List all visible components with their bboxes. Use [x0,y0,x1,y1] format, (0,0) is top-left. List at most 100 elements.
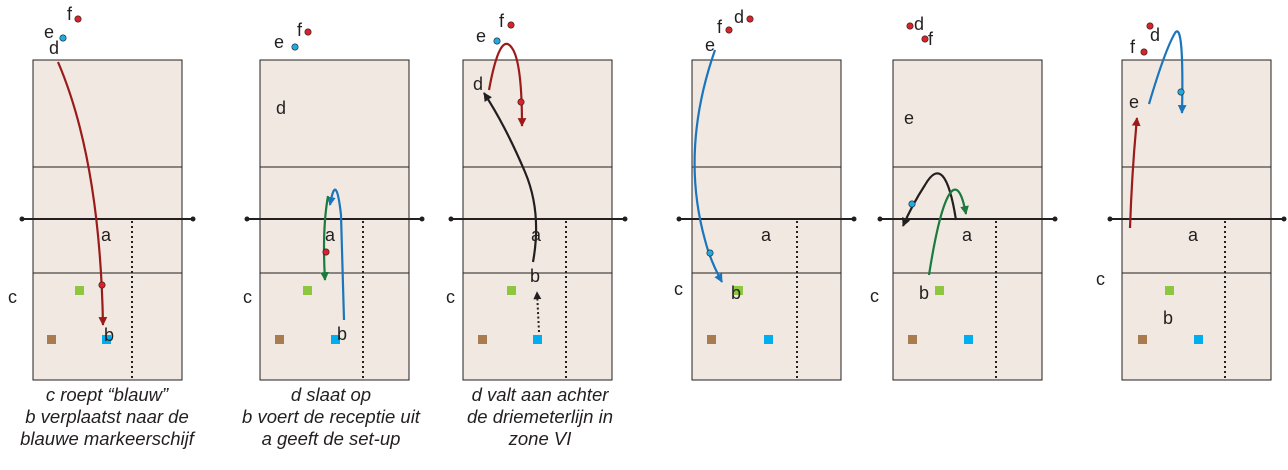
player-f-dot [1140,48,1148,56]
arrow-b-to-a [927,188,969,276]
marker-cyan [331,335,340,344]
caption-line: de driemeterlijn in [466,406,613,427]
label-d: d [473,74,483,94]
caption-line: zone VI [508,428,572,449]
label-d: d [734,7,744,27]
arrow-a-to-d [483,92,538,263]
label-b: b [731,283,741,303]
label-b: b [104,325,114,345]
net-post-left [448,216,454,222]
ball-dot-cyan [1177,88,1185,96]
label-f: f [1130,37,1136,57]
net-post-left [19,216,25,222]
ball-dot-cyan [908,200,916,208]
ball-dot-red [322,248,330,256]
marker-green [303,286,312,295]
label-a: a [1188,225,1199,245]
label-d: d [1150,25,1160,45]
player-e-dot [59,34,67,42]
marker-brown [275,335,284,344]
caption-line: d slaat op [290,384,372,405]
ball-dot-red [517,98,525,106]
player-d-dot [1146,22,1154,30]
arrow-e-attack [1147,30,1187,114]
caption-line: blauwe markeerschijf [20,428,194,449]
ball-dot-red [98,281,106,289]
label-f: f [67,4,73,24]
arrow-d-attack [487,42,527,127]
marker-cyan [964,335,973,344]
panel-2: e f d a b c [243,20,425,381]
panel-5: d f e a b c [870,14,1058,381]
marker-green [507,286,516,295]
label-a: a [101,225,112,245]
label-b: b [919,283,929,303]
marker-brown [47,335,56,344]
panel-6: d f e a b c [1096,22,1287,381]
panel-3: e f d a b c [446,11,628,381]
label-f: f [717,17,723,37]
net-post-left [676,216,682,222]
label-d: d [914,14,924,34]
player-f-dot [921,35,929,43]
arrow-a-to-c [901,172,958,227]
label-f: f [928,29,934,49]
player-f-dot [507,21,515,29]
arrow-b-move [533,291,542,333]
caption-line: b verplaatst naar de [25,406,189,427]
caption-line: c roept “blauw” [45,384,169,405]
net-post-left [1107,216,1113,222]
label-c: c [243,287,252,307]
label-e: e [1129,92,1139,112]
net-post-right [1281,216,1287,222]
net-post-right [419,216,425,222]
label-c: c [446,287,455,307]
marker-green [75,286,84,295]
label-c: c [8,287,17,307]
label-a: a [761,225,772,245]
player-e-dot [493,37,501,45]
arrow-c-to-e [1128,117,1141,229]
player-f-dot [74,15,82,23]
label-a: a [531,225,542,245]
label-e: e [705,35,715,55]
marker-green [1165,286,1174,295]
marker-brown [707,335,716,344]
label-b: b [337,324,347,344]
label-c: c [870,286,879,306]
player-f-dot [725,26,733,34]
player-f-dot [304,28,312,36]
label-d: d [276,98,286,118]
marker-green [734,286,743,295]
label-e: e [476,26,486,46]
label-c: c [674,279,683,299]
arrow-e-to-b [693,49,723,283]
player-d-dot [746,15,754,23]
marker-brown [1138,335,1147,344]
marker-brown [478,335,487,344]
panel-3-caption: d valt aan achter de driemeterlijn in zo… [440,384,640,450]
net-post-right [1052,216,1058,222]
panel-1-caption: c roept “blauw” b verplaatst naar de bla… [7,384,207,450]
panel-2-caption: d slaat op b voert de receptie uit a gee… [231,384,431,450]
arrow-b-reception [327,188,346,321]
label-a: a [325,225,336,245]
marker-cyan [1194,335,1203,344]
label-e: e [904,108,914,128]
label-b: b [1163,308,1173,328]
arrow-a-setup [320,195,330,281]
net-post-right [190,216,196,222]
marker-cyan [764,335,773,344]
net-post-right [622,216,628,222]
panel-4: f d e a b c [674,7,857,381]
label-f: f [499,11,505,31]
label-e: e [274,32,284,52]
caption-line: a geeft de set-up [261,428,401,449]
net-post-left [877,216,883,222]
net-post-right [851,216,857,222]
label-f: f [297,20,303,40]
caption-line: b voert de receptie uit [242,406,420,427]
marker-cyan [533,335,542,344]
label-b: b [530,266,540,286]
